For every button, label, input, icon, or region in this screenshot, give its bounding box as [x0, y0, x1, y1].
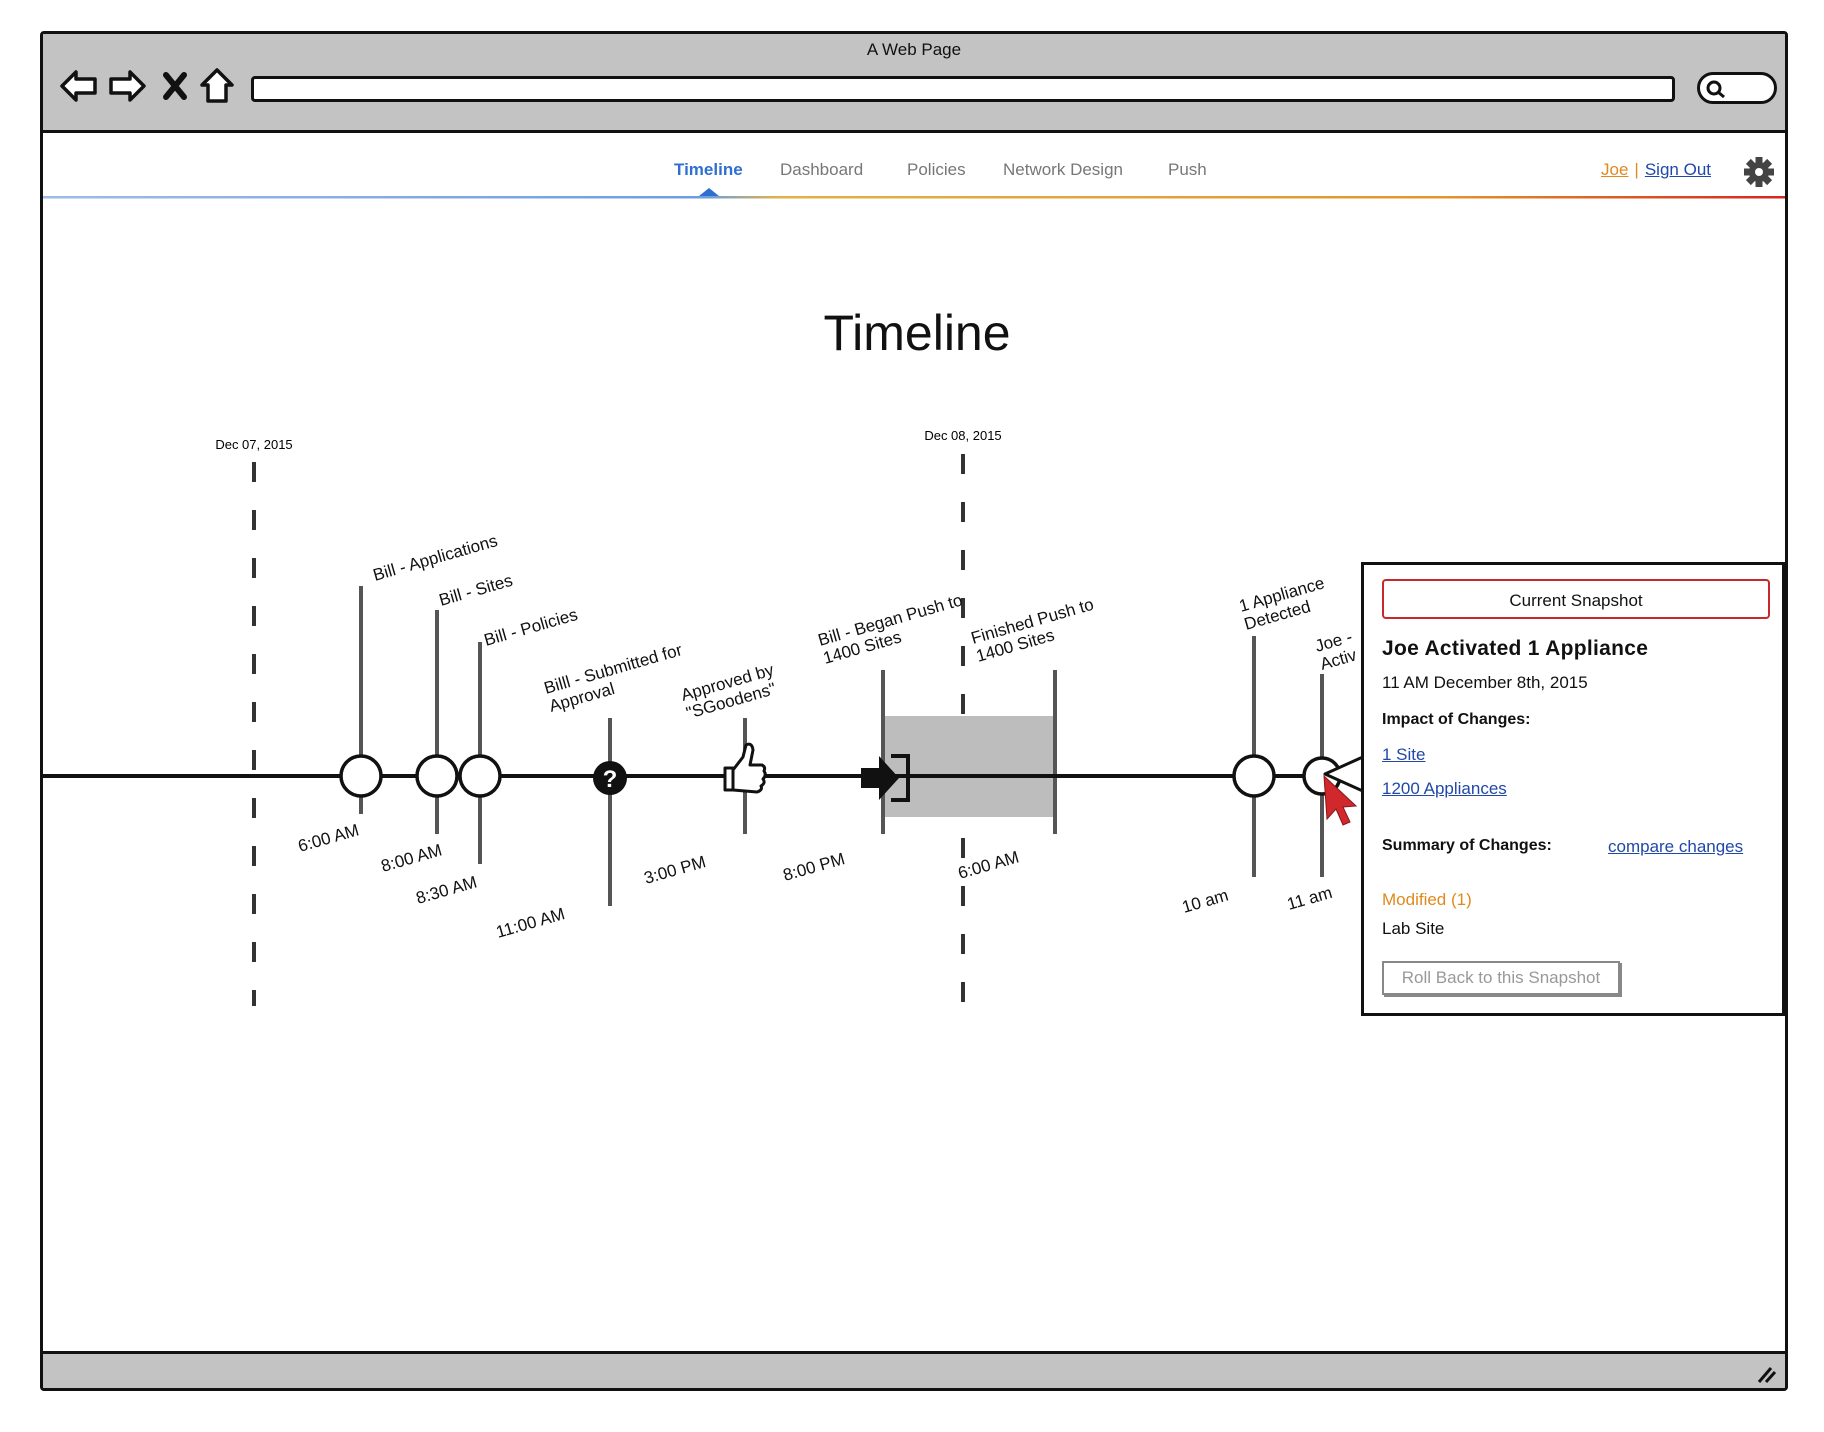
cursor-icon: [1323, 774, 1358, 826]
thumbs-up-icon: [723, 742, 767, 794]
impact-sites-link[interactable]: 1 Site: [1382, 745, 1426, 764]
browser-window: A Web Page Timeline Dashboard Policies N…: [40, 31, 1788, 1391]
event-time: 3:00 PM: [642, 852, 708, 888]
event-time: 11 am: [1285, 883, 1334, 914]
home-button[interactable]: [199, 66, 235, 106]
event-label: 1 ApplianceDetected: [1237, 573, 1332, 633]
back-arrow-icon: [60, 70, 97, 102]
gear-icon[interactable]: [1743, 156, 1775, 188]
address-bar[interactable]: [251, 76, 1675, 102]
event-label: Bill - Applications: [371, 531, 500, 585]
active-tab-caret: [699, 188, 719, 196]
event-time: 11:00 AM: [494, 904, 567, 942]
snapshot-timestamp: 11 AM December 8th, 2015: [1382, 673, 1588, 692]
current-snapshot-header: Current Snapshot: [1382, 579, 1770, 619]
sign-out-link[interactable]: Sign Out: [1644, 160, 1711, 179]
event-label: Approved by"SGoodens": [679, 660, 782, 723]
tab-network-design[interactable]: Network Design: [1003, 160, 1123, 179]
event-time: 10 am: [1180, 886, 1231, 917]
user-separator: |: [1634, 160, 1639, 179]
back-button[interactable]: [59, 66, 99, 106]
summary-label: Summary of Changes:: [1382, 837, 1552, 854]
tab-push[interactable]: Push: [1168, 160, 1207, 179]
event-label: Finished Push to1400 Sites: [969, 595, 1101, 666]
event-time: 8:00 AM: [379, 840, 444, 875]
date-label: Dec 08, 2015: [924, 428, 1001, 443]
impact-appliances-link[interactable]: 1200 Appliances: [1382, 779, 1507, 798]
search-icon: [1706, 80, 1725, 99]
stop-button[interactable]: [161, 66, 189, 106]
event-time: 6:00 AM: [296, 820, 361, 855]
event-label: Bill - Sites: [437, 571, 515, 610]
event-label: Billl - Submitted forApproval: [542, 640, 690, 716]
modified-count: Modified (1): [1382, 890, 1472, 909]
impact-label: Impact of Changes:: [1382, 711, 1531, 728]
forward-arrow-icon: [109, 70, 146, 102]
tab-timeline[interactable]: Timeline: [674, 160, 743, 179]
user-menu: Joe | Sign Out: [1601, 160, 1711, 180]
event-time: 6:00 AM: [956, 847, 1021, 882]
tab-policies[interactable]: Policies: [907, 160, 966, 179]
window-title: A Web Page: [866, 40, 962, 59]
rollback-button[interactable]: Roll Back to this Snapshot: [1382, 961, 1620, 995]
question-icon: ?: [593, 761, 627, 795]
user-link[interactable]: Joe: [1601, 160, 1629, 179]
tab-dashboard[interactable]: Dashboard: [780, 160, 864, 179]
event-node: [415, 754, 459, 798]
event-time: 8:00 PM: [781, 849, 847, 885]
svg-text:?: ?: [603, 766, 618, 793]
forward-button[interactable]: [107, 66, 147, 106]
home-icon: [200, 68, 234, 103]
close-x-icon: [163, 72, 187, 100]
event-node: [458, 754, 502, 798]
event-label: Joe - Activ: [1313, 626, 1364, 674]
event-time: 8:30 AM: [414, 872, 479, 907]
browser-titlebar: A Web Page: [43, 34, 1785, 133]
event-label: Bill - Began Push to1400 Sites: [816, 590, 970, 667]
status-bar: [43, 1351, 1785, 1388]
event-label: Bill - Policies: [482, 605, 580, 650]
modified-item: Lab Site: [1382, 919, 1445, 938]
page-title: Timeline: [823, 305, 1011, 361]
timeline: Dec 07, 2015 Dec 08, 2015: [43, 428, 1367, 1006]
search-button[interactable]: [1697, 72, 1777, 104]
snapshot-popover: Current Snapshot Joe Activated 1 Applian…: [1361, 562, 1785, 1016]
event-node: [1232, 754, 1276, 798]
event-node: [339, 754, 383, 798]
snapshot-title: Joe Activated 1 Appliance: [1382, 637, 1649, 660]
compare-changes-link[interactable]: compare changes: [1608, 837, 1744, 856]
nav-underline: [43, 188, 1785, 199]
resize-grip-icon[interactable]: [1755, 1364, 1777, 1384]
push-arrow-icon: [861, 754, 910, 802]
date-label: Dec 07, 2015: [215, 437, 292, 452]
